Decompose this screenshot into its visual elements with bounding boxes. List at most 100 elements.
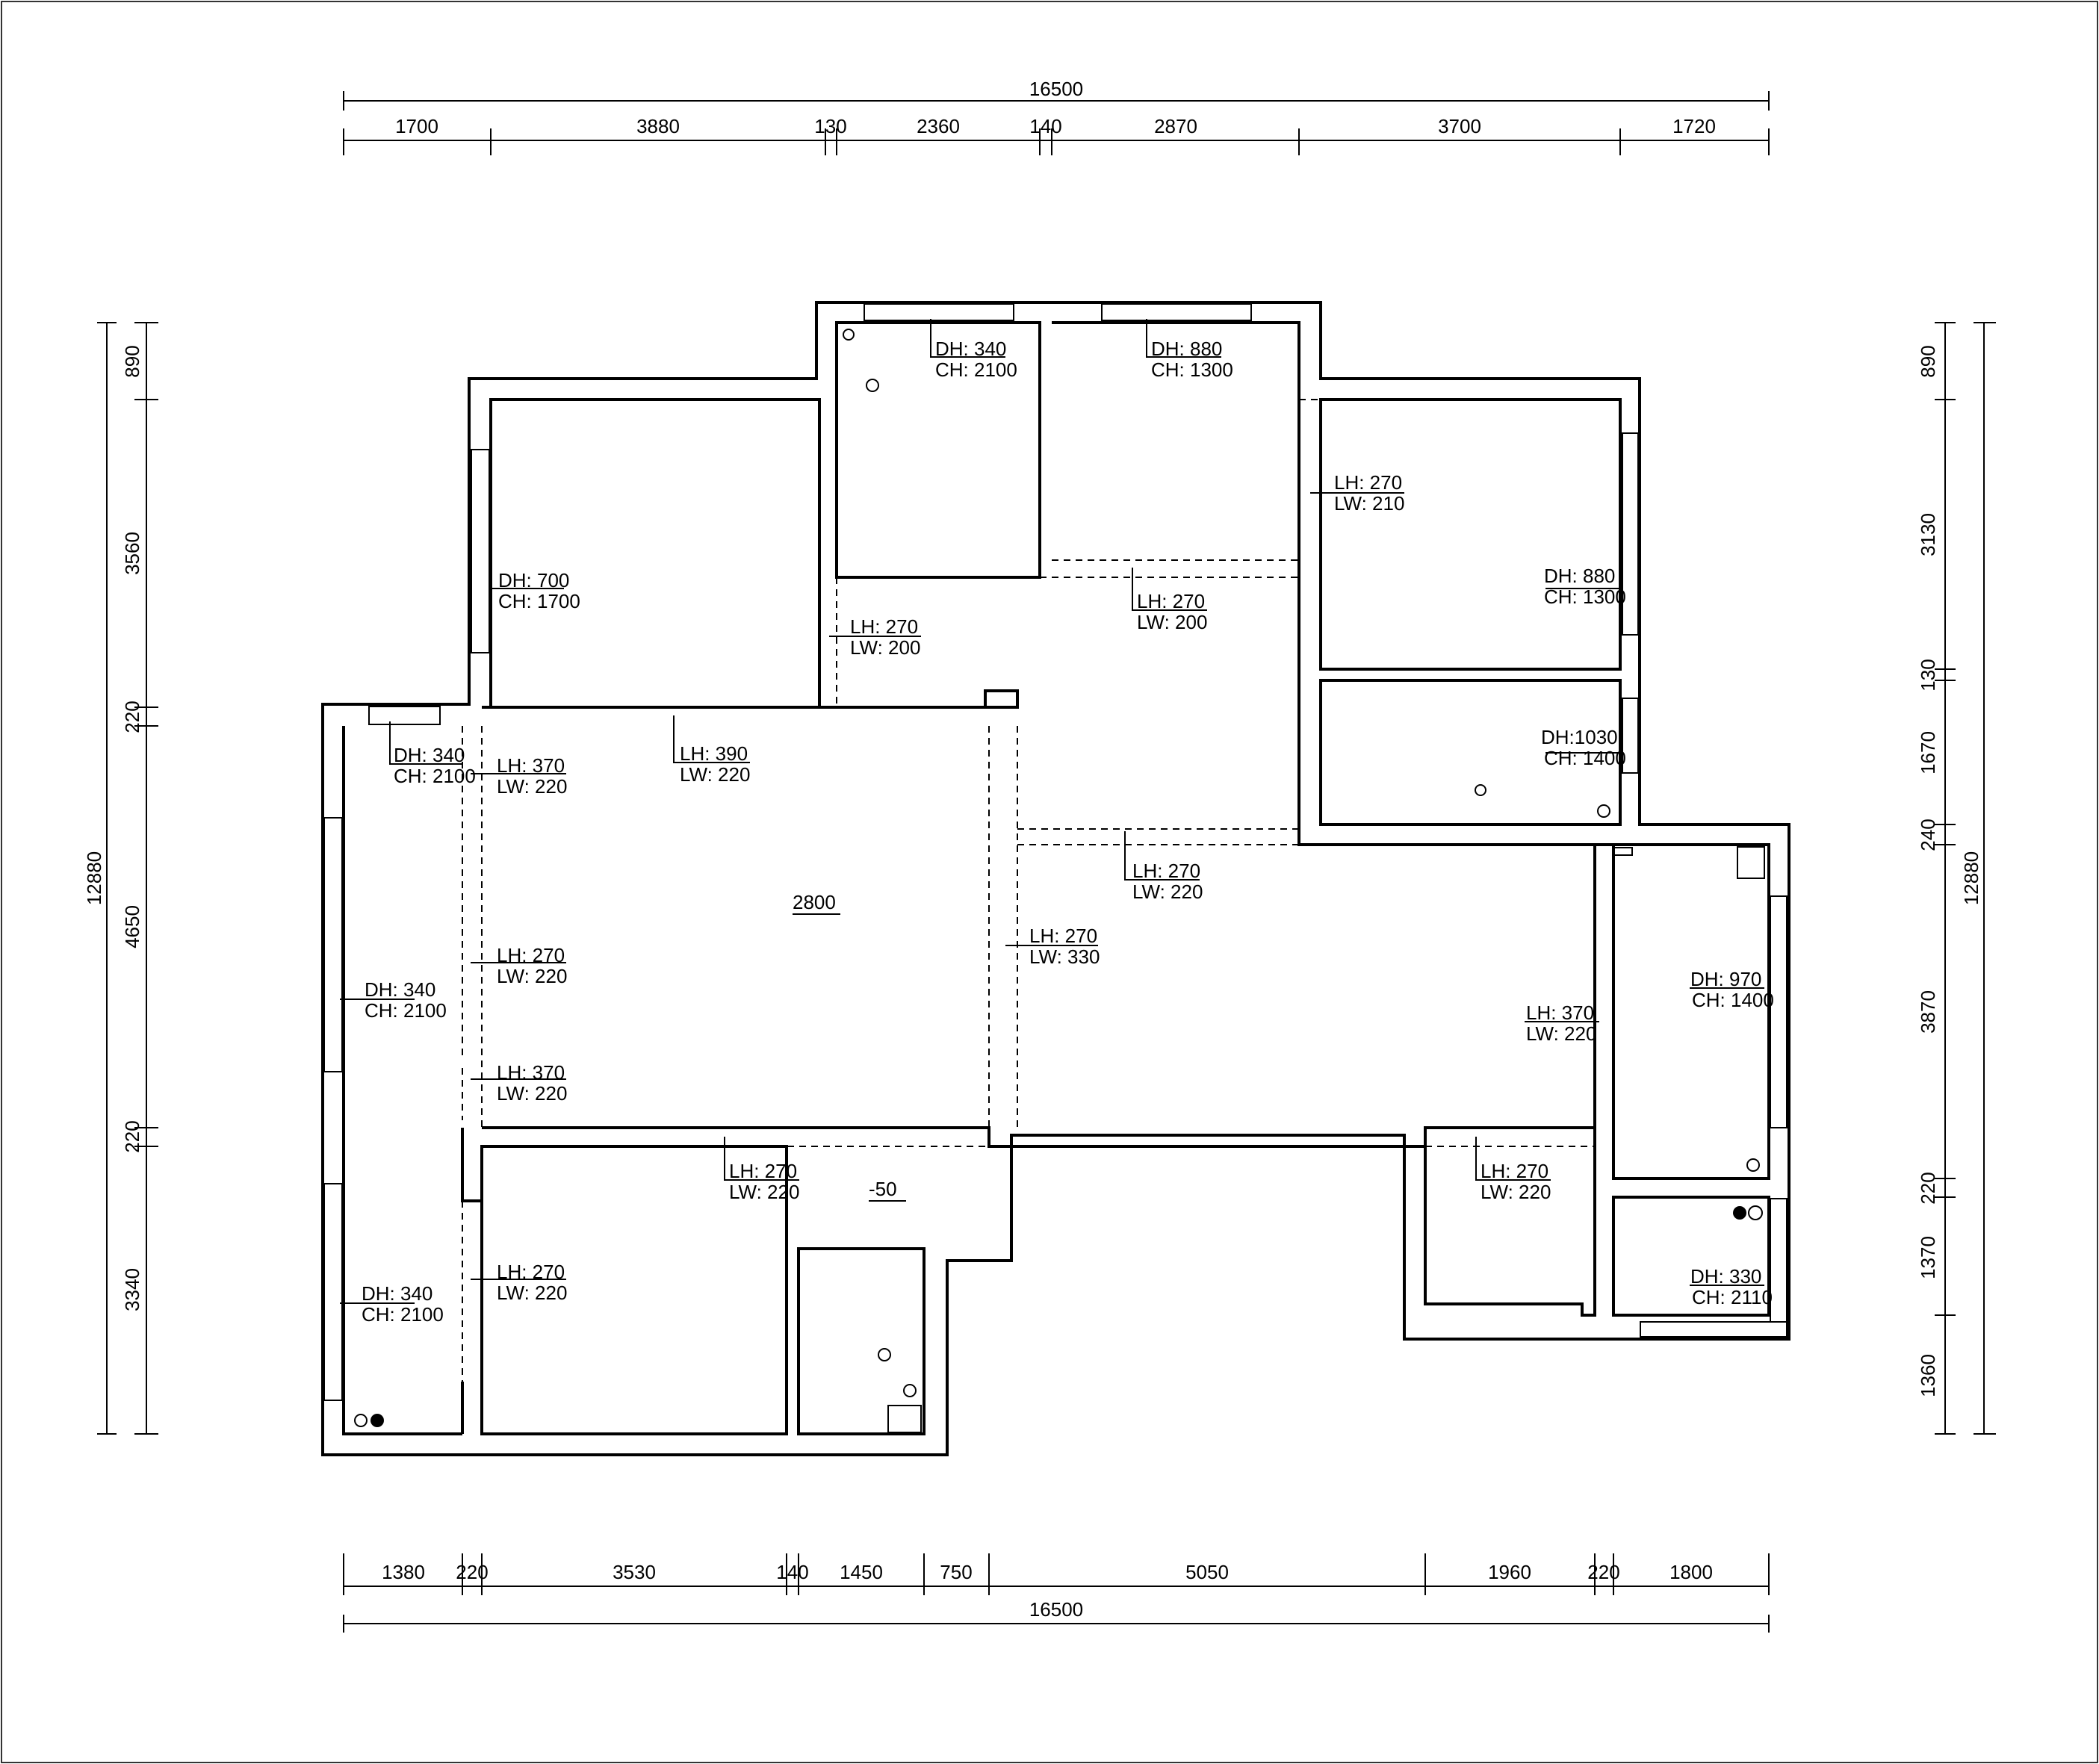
dim-right-9: 1360 bbox=[1917, 1354, 1939, 1397]
dim-bottom-6: 750 bbox=[940, 1561, 972, 1583]
drain-icon bbox=[1748, 1205, 1763, 1220]
dim-right-3: 130 bbox=[1917, 659, 1939, 691]
win-left-low-dh: DH: 340 bbox=[362, 1282, 432, 1305]
right-dimension-chain: 890 3130 130 1670 240 3870 220 1370 1360… bbox=[1917, 322, 1996, 1435]
wall-living-bottom bbox=[482, 1126, 1595, 1148]
wall-living-top bbox=[482, 689, 1019, 709]
wall-left-corridor bbox=[342, 726, 462, 1435]
dim-bottom-total: 16500 bbox=[1029, 1598, 1083, 1621]
room-wall-left-bedroom bbox=[489, 398, 821, 709]
beam-7-lh: LH: 370 bbox=[497, 1061, 565, 1084]
beam-10-lh: LH: 270 bbox=[1029, 925, 1097, 947]
room-wall-right-small bbox=[1319, 679, 1622, 826]
beam-3-lw: LW: 200 bbox=[850, 636, 920, 659]
win-top-left-ch: CH: 2100 bbox=[935, 358, 1017, 381]
win-top-right-ch: CH: 1300 bbox=[1151, 358, 1233, 381]
win-right-small-dh: DH:1030 bbox=[1541, 726, 1618, 748]
room-wall-right-mid bbox=[1612, 843, 1770, 1180]
dim-top-7: 3700 bbox=[1438, 115, 1481, 137]
dim-right-8: 1370 bbox=[1917, 1236, 1939, 1279]
beam-4-lw: LW: 220 bbox=[680, 763, 750, 786]
dim-left-4: 4650 bbox=[121, 905, 143, 948]
dim-top-3: 130 bbox=[814, 115, 846, 137]
dim-left-3: 220 bbox=[121, 701, 143, 733]
room-wall-right-low bbox=[1612, 1196, 1770, 1317]
dim-bottom-3: 3530 bbox=[613, 1561, 656, 1583]
dim-right-2: 3130 bbox=[1917, 513, 1939, 556]
win-right-bedroom-dh: DH: 880 bbox=[1544, 565, 1615, 587]
beam-12-lw: LW: 220 bbox=[1526, 1022, 1596, 1045]
outlet-icon bbox=[1613, 847, 1633, 856]
bottom-dimension-chain: 1380 220 3530 140 1450 750 5050 1960 220… bbox=[343, 1553, 1770, 1633]
beam-11-lw: LW: 220 bbox=[729, 1181, 799, 1203]
win-right-mid-dh: DH: 970 bbox=[1690, 968, 1761, 990]
window-left-long bbox=[323, 817, 343, 1072]
annotation-labels: DH: 340 CH: 2100 DH: 880 CH: 1300 DH: 70… bbox=[362, 338, 1774, 1326]
dim-bottom-10: 1800 bbox=[1669, 1561, 1713, 1583]
win-top-corner-ch: CH: 2100 bbox=[394, 765, 476, 787]
dim-right-1: 890 bbox=[1917, 345, 1939, 377]
beam-11-lh: LH: 270 bbox=[729, 1160, 797, 1182]
flue-icon bbox=[1737, 846, 1765, 879]
win-right-low-dh: DH: 330 bbox=[1690, 1265, 1761, 1288]
room-wall-small-bath bbox=[797, 1247, 926, 1435]
beam-10-lw: LW: 330 bbox=[1029, 945, 1100, 968]
dim-bottom-9: 220 bbox=[1587, 1561, 1619, 1583]
beam-9-lh: LH: 270 bbox=[1132, 860, 1200, 882]
dim-top-6: 2870 bbox=[1154, 115, 1197, 137]
beam-6-lh: LH: 270 bbox=[497, 944, 565, 966]
dim-top-4: 2360 bbox=[917, 115, 960, 137]
pipe-dot-icon bbox=[1733, 1206, 1746, 1220]
window-bottom-right bbox=[1640, 1321, 1788, 1338]
beam-9-lw: LW: 220 bbox=[1132, 881, 1203, 903]
dim-top-total: 16500 bbox=[1029, 78, 1083, 100]
win-right-low-ch: CH: 2110 bbox=[1692, 1286, 1773, 1308]
window-left-bedroom bbox=[471, 449, 490, 653]
drain-icon bbox=[1597, 804, 1610, 818]
window-right-low bbox=[1770, 1198, 1788, 1338]
beam-2-lh: LH: 270 bbox=[1137, 590, 1205, 612]
drain-icon bbox=[354, 1414, 368, 1427]
beam-5-lh: LH: 370 bbox=[497, 754, 565, 777]
beam-1-lw: LW: 210 bbox=[1334, 492, 1404, 515]
drain-icon bbox=[843, 329, 855, 341]
beam-13-lh: LH: 270 bbox=[1481, 1160, 1548, 1182]
flue-icon bbox=[887, 1405, 922, 1433]
dim-right-4: 1670 bbox=[1917, 731, 1939, 774]
dim-top-5: 140 bbox=[1029, 115, 1061, 137]
dim-left-2: 3560 bbox=[121, 532, 143, 575]
dim-right-6: 3870 bbox=[1917, 990, 1939, 1034]
window-right-small bbox=[1622, 698, 1639, 774]
drain-icon bbox=[1746, 1158, 1760, 1172]
dim-top-1: 1700 bbox=[395, 115, 438, 137]
dim-bottom-1: 1380 bbox=[382, 1561, 425, 1583]
beam-12-lh: LH: 370 bbox=[1526, 1001, 1594, 1024]
beam-13-lw: LW: 220 bbox=[1481, 1181, 1551, 1203]
win-top-left-dh: DH: 340 bbox=[935, 338, 1006, 360]
wall-right-closet bbox=[1424, 845, 1596, 1317]
ceiling-height-label: 2800 bbox=[793, 891, 836, 913]
left-dimension-chain: 12880 890 3560 220 4650 220 3340 bbox=[83, 322, 158, 1435]
dim-right-total: 12880 bbox=[1960, 851, 1982, 905]
beam-8-lh: LH: 270 bbox=[497, 1261, 565, 1283]
beam-lines bbox=[462, 399, 1614, 1382]
dim-bottom-7: 5050 bbox=[1185, 1561, 1229, 1583]
pipe-icon bbox=[878, 1348, 891, 1361]
window-top-right bbox=[1101, 303, 1252, 321]
win-left-bedroom-ch: CH: 1700 bbox=[498, 590, 580, 612]
dim-left-5: 220 bbox=[121, 1120, 143, 1152]
dim-top-2: 3880 bbox=[636, 115, 680, 137]
windows bbox=[323, 303, 1788, 1401]
win-right-small-ch: CH: 1400 bbox=[1544, 747, 1626, 769]
win-left-long-ch: CH: 2100 bbox=[365, 999, 447, 1022]
exterior-wall-outline bbox=[321, 301, 1790, 1456]
beam-2-lw: LW: 200 bbox=[1137, 611, 1207, 633]
dim-bottom-2: 220 bbox=[456, 1561, 488, 1583]
wall-corridor-right bbox=[1297, 400, 1640, 846]
win-top-right-dh: DH: 880 bbox=[1151, 338, 1222, 360]
wall-left-stub bbox=[461, 1128, 482, 1434]
beam-8-lw: LW: 220 bbox=[497, 1282, 567, 1304]
annotation-leaders bbox=[340, 319, 1764, 1304]
